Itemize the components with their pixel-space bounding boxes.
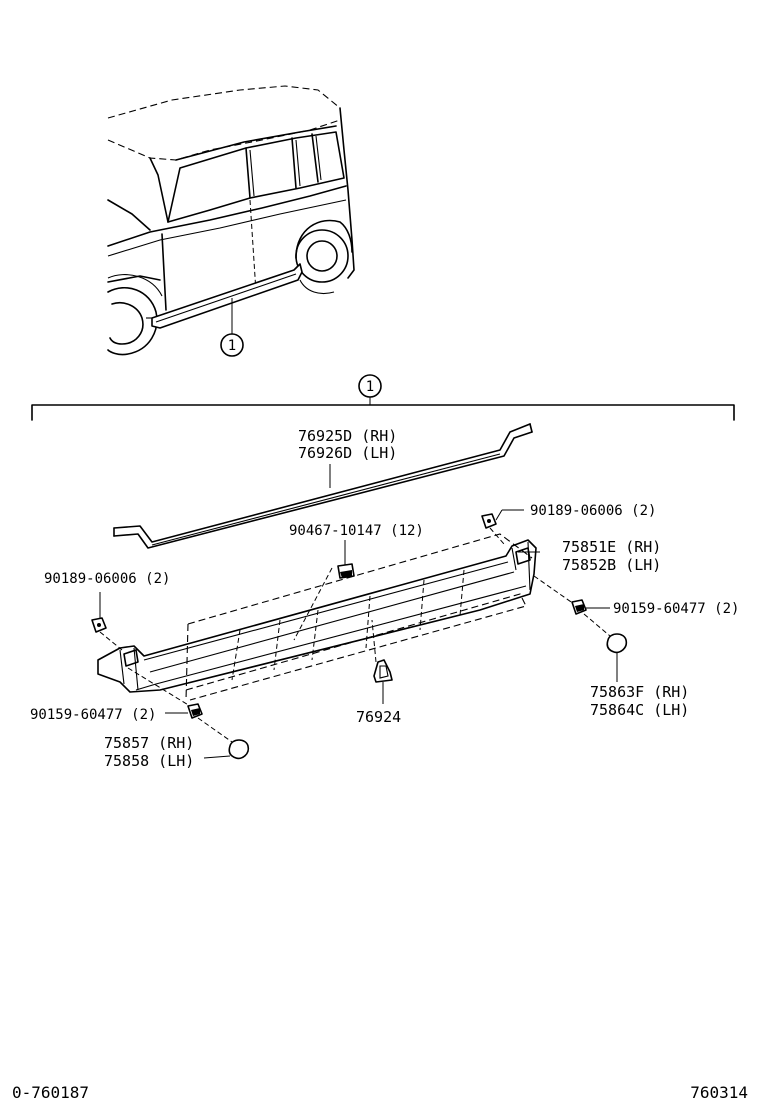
nut-upper-right-part	[481, 509, 524, 545]
screw-left-label: 90159-60477 (2)	[30, 707, 156, 723]
assembly-callout-number: 1	[366, 379, 374, 395]
wire-rh-label: 76925D (RH)	[298, 427, 397, 445]
cap-right-rh-label: 75863F (RH)	[590, 683, 689, 701]
nut-upper-left-part	[91, 592, 123, 651]
footer-right-code: 760314	[690, 1083, 748, 1102]
rocker-rh-label: 75851E (RH)	[562, 538, 661, 556]
screw-left-part	[127, 667, 233, 743]
footer-left-code: 0-760187	[12, 1083, 89, 1102]
nut-upper-right-label: 90189-06006 (2)	[530, 503, 656, 519]
cap-left-part	[203, 739, 250, 760]
cap-left-lh-label: 75858 (LH)	[104, 752, 194, 770]
clip-center-label: 76924	[356, 708, 401, 726]
cap-right-lh-label: 75864C (LH)	[590, 701, 689, 719]
rocker-lh-label: 75852B (LH)	[562, 556, 661, 574]
cap-left-rh-label: 75857 (RH)	[104, 734, 194, 752]
screw-right-label: 90159-60477 (2)	[613, 601, 739, 617]
vehicle-illustration: 1	[107, 85, 355, 357]
wire-moulding-part	[113, 423, 533, 549]
nut-upper-left-label: 90189-06006 (2)	[44, 571, 170, 587]
cap-right-part	[606, 633, 628, 682]
clip-top-label: 90467-10147 (12)	[289, 523, 424, 539]
vehicle-callout-number: 1	[228, 338, 236, 354]
clip-center-part	[371, 619, 393, 704]
screw-right-part	[533, 575, 611, 637]
assembly-bracket: 1	[31, 374, 735, 421]
rocker-panel-part	[97, 533, 537, 701]
wire-lh-label: 76926D (LH)	[298, 444, 397, 462]
clip-top-part	[337, 540, 355, 579]
